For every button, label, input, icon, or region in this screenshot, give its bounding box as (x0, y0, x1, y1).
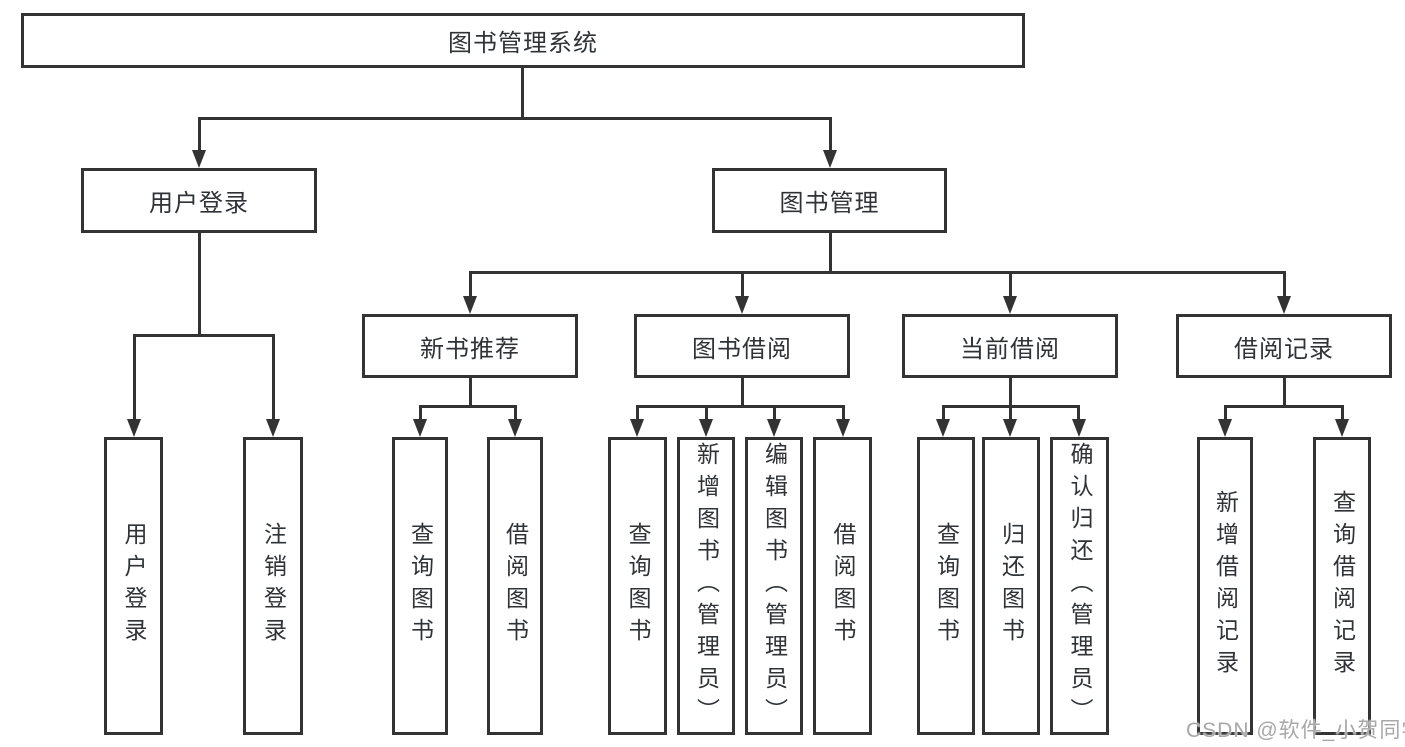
connector-mgmt-stem-3 (1009, 271, 1012, 301)
connector-mgmt-stem-4 (1283, 271, 1286, 301)
connector-borrow-stem-1 (636, 405, 639, 425)
arrow-down-icon (192, 150, 206, 168)
connector-login-stem-1 (133, 334, 136, 425)
connector-login-hbar (133, 334, 274, 337)
arrow-down-icon (266, 419, 280, 437)
arrow-down-icon (1003, 419, 1017, 437)
connector-borrow-hbar (636, 405, 844, 408)
leaf-query-books-current: 查询图书 (917, 437, 975, 735)
arrow-down-icon (127, 419, 141, 437)
arrow-down-icon (1218, 419, 1232, 437)
connector-root-left-stem (198, 117, 201, 153)
connector-root-drop (521, 68, 524, 118)
connector-mgmt-stem-2 (741, 271, 744, 301)
leaf-confirm-return-admin: 确认归还（管理员） (1050, 437, 1109, 735)
connector-borrow-stem-4 (842, 405, 845, 425)
connector-rec-stem-2 (514, 405, 517, 425)
connector-rec-hbar (419, 405, 517, 408)
connector-mgmt-hbar (469, 271, 1286, 274)
leaf-return-book: 归还图书 (982, 437, 1040, 735)
connector-rec-drop (469, 378, 472, 408)
node-root: 图书管理系统 (21, 13, 1025, 68)
connector-records-drop (1283, 378, 1286, 408)
leaf-add-borrow-record: 新增借阅记录 (1197, 437, 1253, 735)
arrow-down-icon (936, 419, 950, 437)
connector-rec-stem-1 (419, 405, 422, 425)
leaf-borrow-books-recommend: 借阅图书 (487, 437, 543, 735)
node-user-login: 用户登录 (81, 168, 317, 233)
connector-records-stem-2 (1341, 405, 1344, 425)
leaf-borrow-books: 借阅图书 (813, 437, 872, 735)
connector-mgmt-drop (829, 233, 832, 274)
connector-borrow-drop (741, 378, 744, 408)
node-borrowing-records: 借阅记录 (1176, 314, 1392, 378)
arrow-down-icon (508, 419, 522, 437)
leaf-user-login: 用户登录 (104, 437, 163, 735)
arrow-down-icon (1335, 419, 1349, 437)
connector-mgmt-stem-1 (469, 271, 472, 301)
node-current-borrowing: 当前借阅 (902, 314, 1118, 378)
connector-borrow-stem-3 (773, 405, 776, 425)
connector-current-stem-1 (942, 405, 945, 425)
connector-current-drop (1009, 378, 1012, 408)
arrow-down-icon (767, 419, 781, 437)
connector-borrow-stem-2 (705, 405, 708, 425)
connector-current-stem-3 (1077, 405, 1080, 425)
connector-root-right-stem (829, 117, 832, 153)
arrow-down-icon (735, 296, 749, 314)
leaf-query-books-recommend: 查询图书 (392, 437, 448, 735)
leaf-edit-book-admin: 编辑图书（管理员） (745, 437, 803, 735)
leaf-add-book-admin: 新增图书（管理员） (677, 437, 735, 735)
arrow-down-icon (1072, 419, 1086, 437)
arrow-down-icon (836, 419, 850, 437)
connector-records-stem-1 (1224, 405, 1227, 425)
arrow-down-icon (630, 419, 644, 437)
connector-login-drop (198, 233, 201, 336)
arrow-down-icon (463, 296, 477, 314)
arrow-down-icon (1277, 296, 1291, 314)
arrow-down-icon (699, 419, 713, 437)
connector-login-stem-2 (272, 334, 275, 425)
arrow-down-icon (1003, 296, 1017, 314)
node-book-borrowing: 图书借阅 (634, 314, 850, 378)
node-book-management: 图书管理 (712, 168, 947, 233)
connector-current-stem-2 (1009, 405, 1012, 425)
csdn-watermark: CSDN @软件_小贺同学 (1186, 719, 1405, 742)
leaf-query-books-borrowing: 查询图书 (608, 437, 667, 735)
connector-records-hbar (1224, 405, 1343, 408)
leaf-logout: 注销登录 (243, 437, 303, 735)
arrow-down-icon (413, 419, 427, 437)
node-new-book-recommend: 新书推荐 (362, 314, 578, 378)
leaf-query-borrow-record: 查询借阅记录 (1313, 437, 1371, 735)
arrow-down-icon (823, 150, 837, 168)
connector-root-hbar (198, 117, 832, 120)
